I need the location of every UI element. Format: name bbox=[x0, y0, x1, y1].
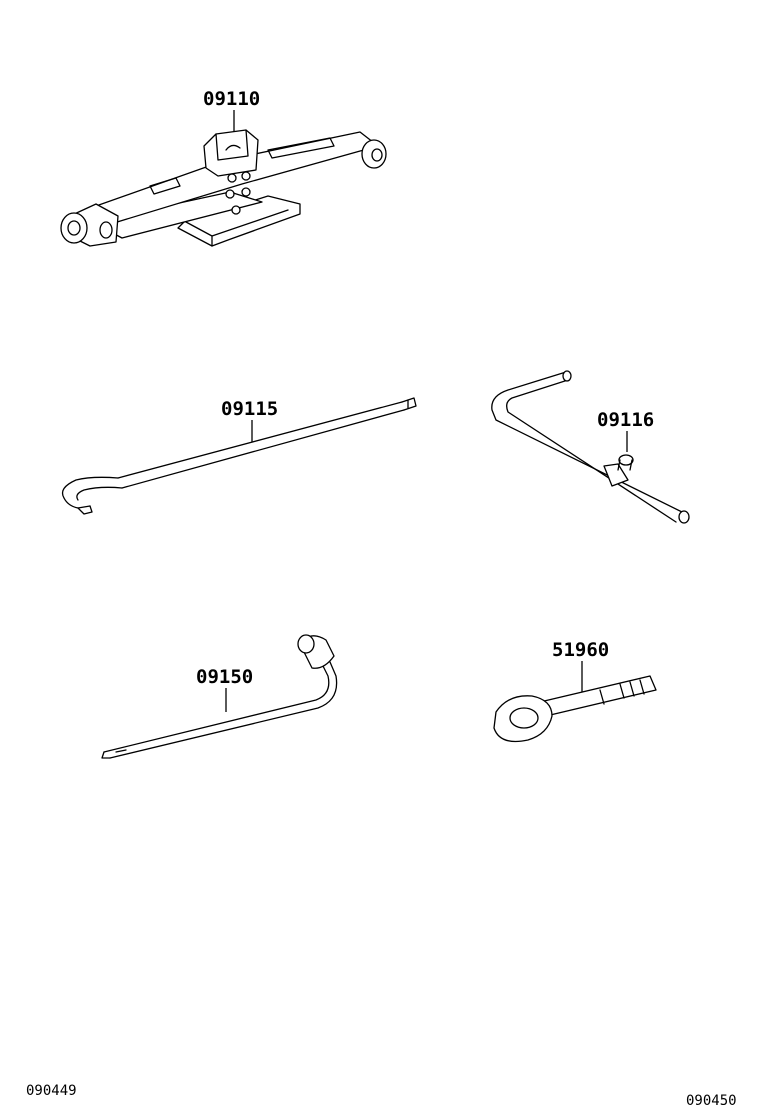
footer-code-right: 090450 bbox=[686, 1093, 737, 1109]
lug-wrench-icon bbox=[101, 634, 338, 759]
scissor-jack-icon bbox=[60, 129, 387, 247]
part-label-51960[interactable]: 51960 bbox=[552, 639, 609, 661]
part-label-09116[interactable]: 09116 bbox=[597, 409, 654, 431]
jack-handle-icon bbox=[61, 397, 417, 515]
crank-handle-icon bbox=[491, 370, 690, 524]
crank-handle-group: 09116 bbox=[491, 370, 690, 524]
towing-eye-icon bbox=[493, 675, 657, 743]
lug-wrench-group: 09150 bbox=[101, 634, 338, 759]
part-label-09110[interactable]: 09110 bbox=[203, 88, 260, 110]
towing-eye-group: 51960 bbox=[493, 639, 657, 743]
jack-group: 09110 bbox=[60, 88, 387, 247]
jack-handle-group: 09115 bbox=[61, 397, 417, 515]
part-label-09150[interactable]: 09150 bbox=[196, 666, 253, 688]
footer-code-left: 090449 bbox=[26, 1083, 77, 1099]
part-label-09115[interactable]: 09115 bbox=[221, 398, 278, 420]
